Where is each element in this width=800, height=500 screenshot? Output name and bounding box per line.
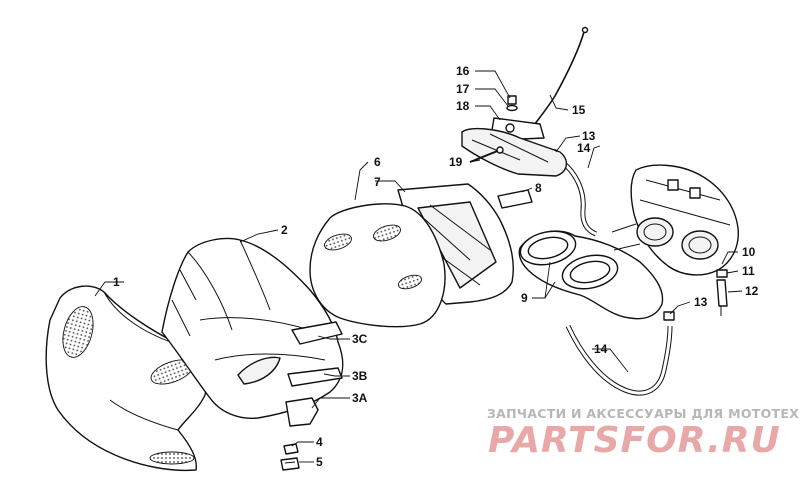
part-3c-trim — [291, 321, 343, 345]
part-16-screw — [507, 95, 517, 105]
hood-vent-left — [62, 306, 94, 358]
callout-8: 8 — [535, 181, 542, 195]
part-3a-bracket — [285, 397, 319, 427]
callout-9: 9 — [521, 291, 528, 305]
part-17-washer — [506, 104, 518, 112]
callout-labels: 1 2 3C 3B 3A 4 5 6 7 8 9 10 11 12 13 13 … — [113, 64, 759, 469]
callout-16: 16 — [456, 64, 470, 78]
hood-vent-bottom — [149, 451, 195, 465]
part-5-grommet — [280, 457, 300, 471]
part-15-cable — [527, 26, 589, 135]
part-18-sensor — [461, 117, 567, 177]
callout-2: 2 — [281, 223, 288, 237]
callout-5: 5 — [316, 455, 323, 469]
callout-7: 7 — [374, 175, 381, 189]
part-8-pad — [497, 189, 533, 209]
part-6-filter — [309, 203, 446, 328]
shroud-opening — [237, 356, 281, 385]
callout-10: 10 — [742, 245, 756, 259]
callout-3b: 3B — [352, 369, 368, 383]
part-4-clip — [283, 443, 299, 455]
callout-3c: 3C — [352, 332, 368, 346]
part-14-hose-lower — [565, 324, 673, 396]
part-1-hood — [45, 285, 207, 472]
callout-17: 17 — [456, 82, 470, 96]
part-13-clamp-lower — [663, 311, 675, 321]
part-11-clamp — [716, 269, 728, 278]
filter-mesh-3 — [397, 274, 423, 290]
part-12-tube — [716, 279, 728, 316]
callout-11: 11 — [742, 264, 755, 278]
callout-3a: 3A — [352, 391, 368, 405]
callout-14-lower: 14 — [594, 342, 608, 356]
callout-1: 1 — [113, 275, 120, 289]
part-10-throttle-body — [611, 164, 739, 276]
watermark-logo: PARTSFOR.RU — [488, 420, 781, 461]
callout-12: 12 — [745, 284, 759, 298]
part-14-hose-upper — [560, 160, 598, 237]
filter-mesh-1 — [324, 233, 352, 251]
callout-15: 15 — [572, 103, 586, 117]
callout-4: 4 — [316, 435, 323, 449]
callout-6: 6 — [374, 155, 381, 169]
callout-19: 19 — [449, 155, 463, 169]
leader-lines — [94, 70, 743, 463]
watermark-subtitle: ЗАПЧАСТИ И АКСЕССУАРЫ ДЛЯ МОТОТЕХНИКИ — [487, 406, 800, 421]
callout-13-lower: 13 — [694, 295, 708, 309]
callout-14-upper: 14 — [577, 141, 591, 155]
watermark: ЗАПЧАСТИ И АКСЕССУАРЫ ДЛЯ МОТОТЕХНИКИ PA… — [487, 406, 800, 461]
part-9-intake-boots — [518, 230, 664, 320]
callout-13-upper: 13 — [582, 129, 596, 143]
part-19-bolt — [469, 146, 504, 163]
callout-18: 18 — [456, 99, 470, 113]
part-3b-trim — [287, 367, 343, 387]
filter-mesh-2 — [373, 224, 401, 242]
